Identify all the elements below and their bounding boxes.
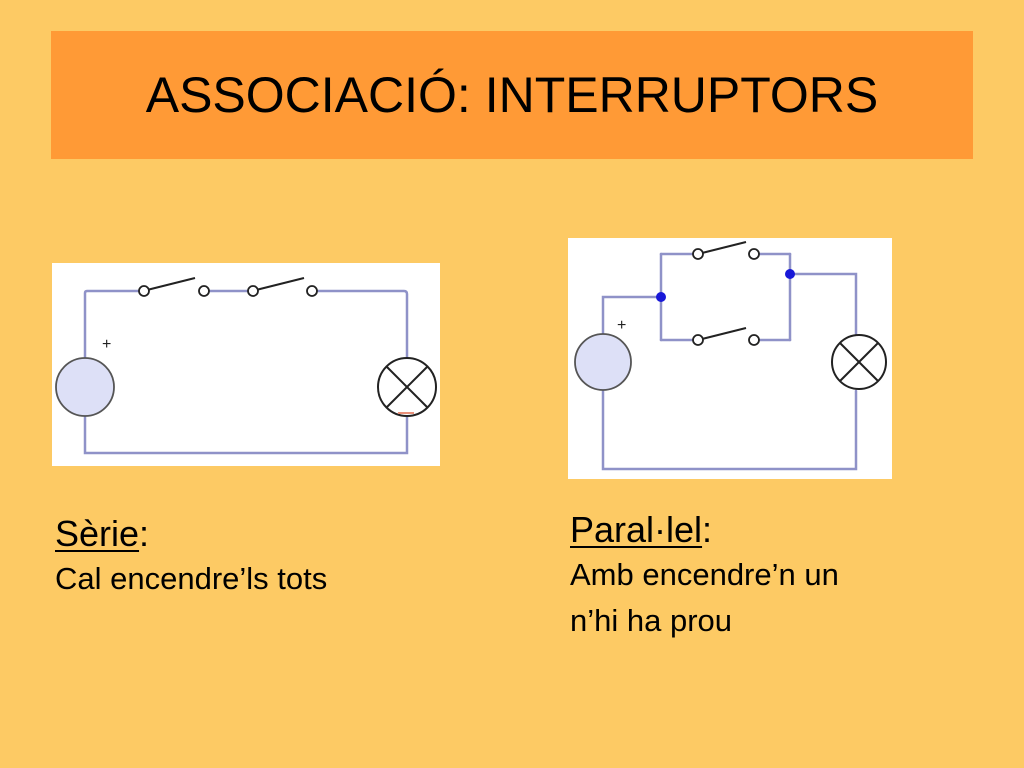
parallel-heading: Paral·lel: bbox=[570, 508, 970, 552]
parallel-wire-right-feed bbox=[788, 272, 858, 337]
series-battery-plus-label: + bbox=[102, 336, 111, 353]
parallel-lamp bbox=[831, 334, 887, 390]
page-title: ASSOCIACIÓ: INTERRUPTORS bbox=[145, 67, 879, 123]
parallel-circuit-diagram: + bbox=[568, 238, 892, 479]
parallel-wire-bottom-return bbox=[601, 389, 858, 471]
parallel-description-line-1: Amb encendre’n un bbox=[570, 557, 839, 592]
parallel-switch-top bbox=[692, 241, 760, 260]
parallel-heading-colon: : bbox=[702, 509, 713, 550]
series-wire-top-left bbox=[83, 289, 143, 360]
parallel-junction-left bbox=[656, 292, 666, 302]
series-heading: Sèrie: bbox=[55, 512, 327, 556]
series-lamp bbox=[377, 357, 437, 417]
series-wire-top-right bbox=[316, 289, 409, 360]
parallel-wire-left-feed bbox=[601, 295, 663, 335]
series-circuit-diagram: + bbox=[52, 263, 440, 466]
series-switch-1 bbox=[138, 277, 210, 297]
title-bar: ASSOCIACIÓ: INTERRUPTORS bbox=[51, 31, 973, 159]
series-heading-text: Sèrie bbox=[55, 513, 140, 554]
series-heading-colon: : bbox=[139, 513, 150, 554]
series-wire-bottom bbox=[83, 414, 409, 455]
parallel-switch-bottom bbox=[692, 327, 760, 346]
parallel-caption: Paral·lel: Amb encendre’n un n’hi ha pro… bbox=[570, 508, 970, 644]
parallel-battery-plus-label: + bbox=[617, 317, 626, 334]
series-caption: Sèrie: Cal encendre’ls tots bbox=[55, 512, 327, 602]
series-description: Cal encendre’ls tots bbox=[55, 561, 328, 596]
parallel-description-line-2: n’hi ha prou bbox=[570, 603, 733, 638]
parallel-junction-right bbox=[785, 269, 795, 279]
parallel-battery bbox=[574, 333, 632, 391]
series-switch-2 bbox=[247, 277, 318, 297]
parallel-heading-text: Paral·lel bbox=[570, 509, 703, 550]
series-battery bbox=[55, 357, 115, 417]
